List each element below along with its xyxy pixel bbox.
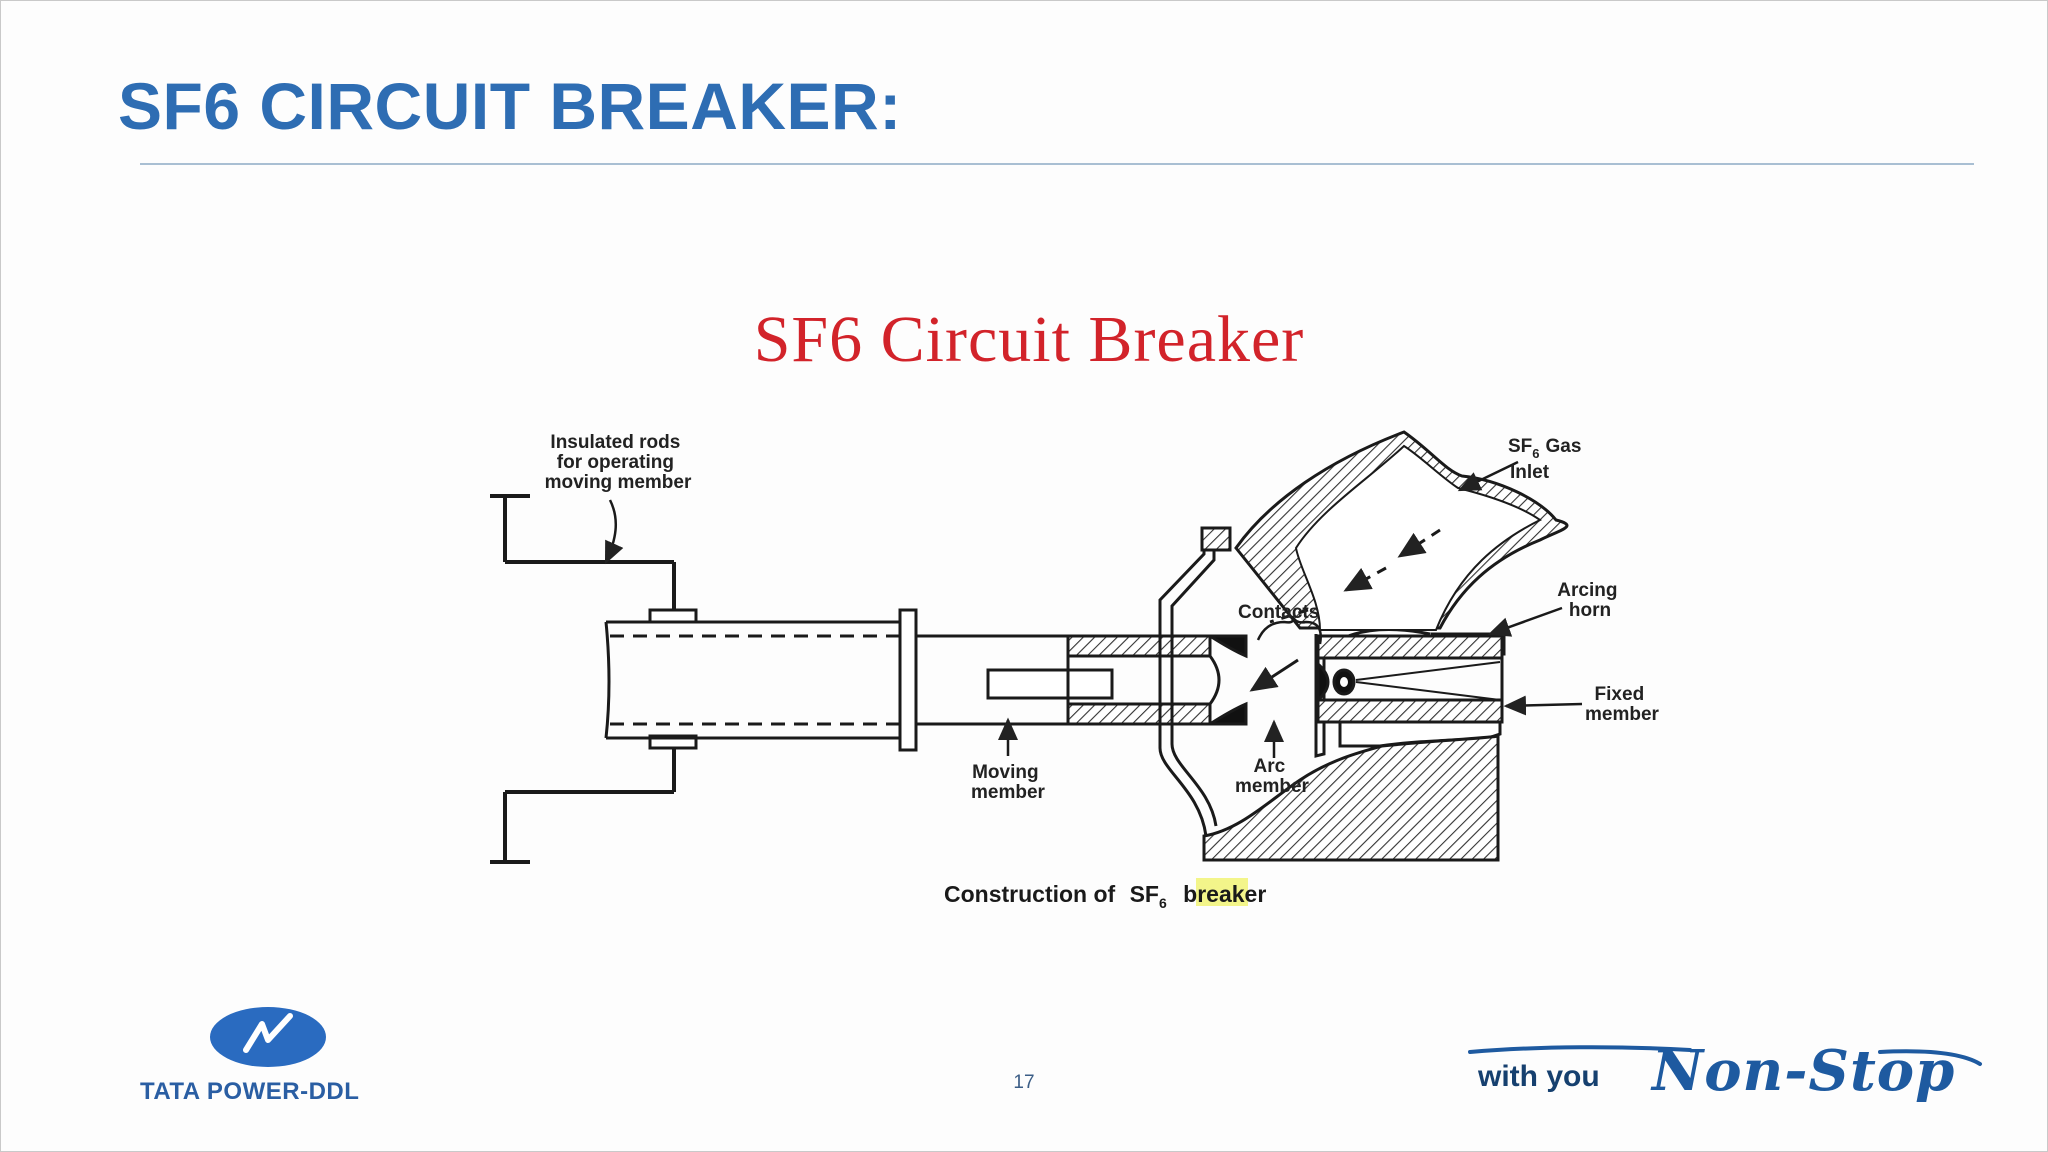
label-contacts: Contacts: [1238, 602, 1319, 623]
label-moving-member: Moving member: [971, 762, 1046, 803]
label-arc-member: Arc member: [1235, 756, 1310, 797]
flange-wall: [1158, 526, 1232, 837]
moving-contact: [1066, 634, 1248, 726]
leader-contacts: [1256, 615, 1322, 645]
tagline-non-stop: Non-Stop: [1652, 1038, 1956, 1104]
tagline-swoosh: [1468, 1045, 1982, 1066]
leader-gas-inlet: [1457, 460, 1519, 492]
slide-title: SF6 CIRCUIT BREAKER:: [118, 69, 902, 143]
rod-collar-top: [648, 608, 698, 624]
tagline-with-you: with you: [1478, 1060, 1600, 1093]
label-arcing-horn: Arcing horn: [1557, 580, 1622, 621]
label-insulated-rods: Insulated rods for operating moving memb…: [545, 432, 692, 493]
moving-member-tube: [604, 608, 1114, 752]
fixed-member: [1316, 634, 1504, 724]
figure-caption: Construction of SF6 breaker: [944, 881, 1266, 913]
leader-arcing-horn: [1487, 606, 1563, 637]
leader-insulated-rods: [604, 499, 624, 565]
figure-title: SF6 Circuit Breaker: [753, 303, 1305, 376]
tata-power-logo: [210, 1007, 326, 1067]
caption-highlight: [1196, 878, 1248, 906]
insulated-rods: [490, 494, 676, 864]
gas-flow-arrows: [1249, 528, 1441, 692]
title-divider: [140, 163, 1974, 165]
page-number: 17: [1013, 1072, 1035, 1093]
leader-fixed-member: [1503, 695, 1583, 716]
label-gas-inlet-line2: Inlet: [1510, 462, 1550, 483]
label-fixed-member: Fixed member: [1585, 684, 1660, 725]
tata-power-ddl-logotype: TATA POWER-DDL: [140, 1078, 360, 1105]
